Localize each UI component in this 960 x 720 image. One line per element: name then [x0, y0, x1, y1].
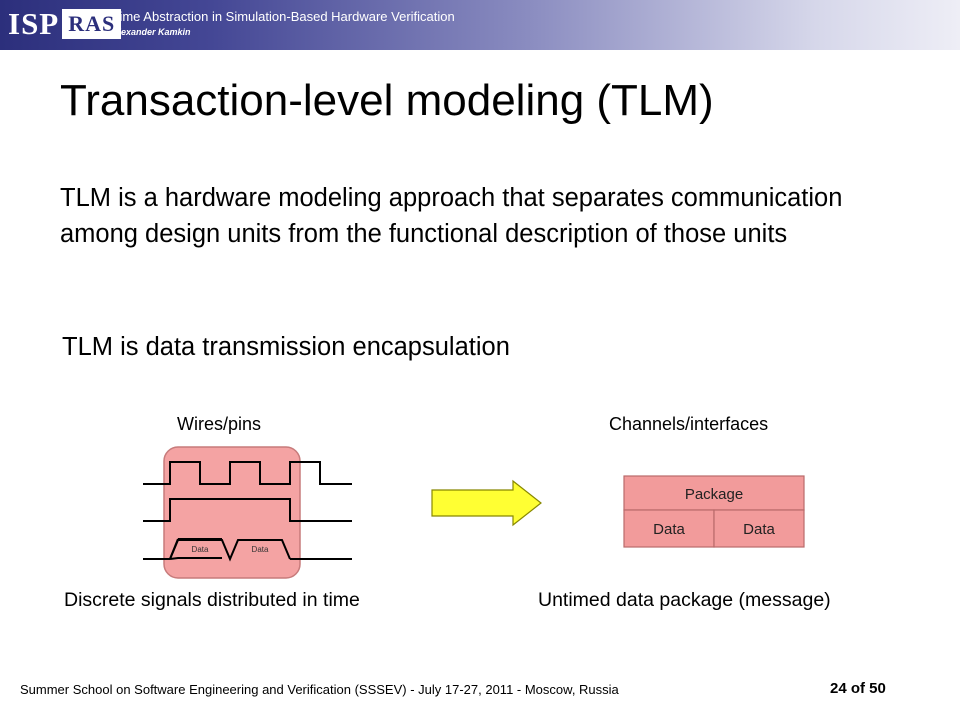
clock-waveform	[143, 461, 352, 485]
channels-interfaces-label: Channels/interfaces	[609, 414, 769, 434]
bus-data-label-2: Data	[252, 545, 269, 554]
package-data-label-2: Data	[743, 521, 775, 538]
valid-waveform	[143, 498, 352, 522]
bus-data-label-1: Data	[192, 545, 209, 554]
signal-highlight-region	[163, 446, 301, 579]
package-data-cell-2	[713, 509, 805, 548]
package-data-label-1: Data	[653, 521, 685, 538]
wires-pins-label: Wires/pins	[177, 414, 262, 434]
package-header-cell	[623, 475, 805, 511]
logo-isp-text: ISP	[8, 6, 60, 41]
header-bar: ISP RAS Time Abstraction in Simulation-B…	[0, 0, 960, 50]
package-data-cell-1	[623, 509, 715, 548]
footer-event: Summer School on Software Engineering an…	[20, 682, 619, 697]
footer-page-number: 24 of 50	[830, 680, 886, 697]
untimed-package-caption: Untimed data package (message)	[538, 589, 831, 611]
slide-title: Transaction-level modeling (TLM)	[60, 76, 714, 125]
ispras-logo: ISP RAS	[8, 6, 122, 41]
tlm-definition-paragraph: TLM is a hardware modeling approach that…	[60, 184, 843, 248]
tlm-statement: TLM is data transmission encapsulation	[62, 333, 510, 361]
transition-arrow	[431, 479, 542, 527]
logo-ras-text: RAS	[62, 9, 122, 39]
data-bus-waveform	[143, 538, 352, 562]
discrete-signals-caption: Discrete signals distributed in time	[64, 589, 360, 611]
presentation-author: Alexander Kamkin	[112, 27, 191, 37]
package-label: Package	[685, 486, 743, 503]
presentation-title: Time Abstraction in Simulation-Based Har…	[112, 9, 455, 24]
